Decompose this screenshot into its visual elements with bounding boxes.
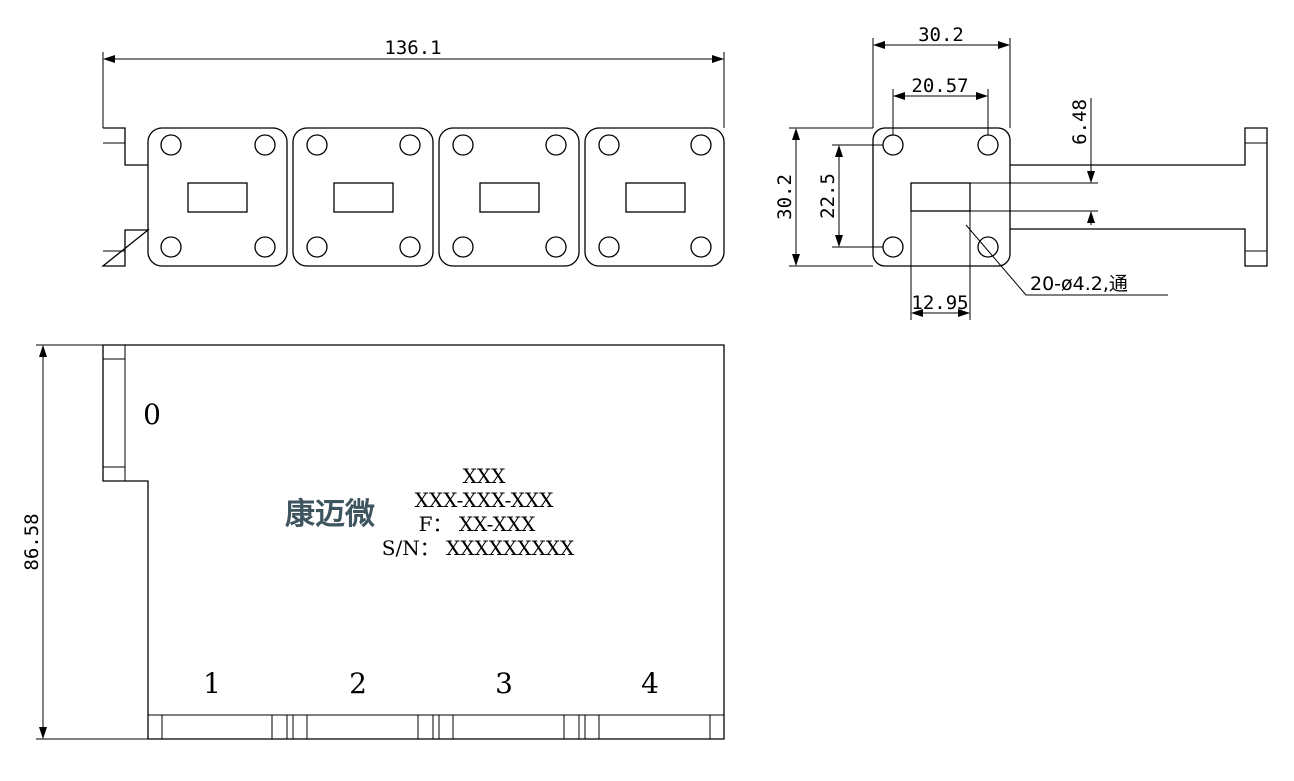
dim-overall-length: 136.1 xyxy=(102,37,725,128)
port-1-label: 1 xyxy=(203,667,221,700)
hole-callout-label: 20-ø4.2,通 xyxy=(1030,273,1128,295)
hole-spacing-y-label: 22.5 xyxy=(817,173,839,219)
side-view: 30.2 20.57 30.2 22.5 xyxy=(774,24,1268,320)
bottom-flange-edges xyxy=(161,715,711,739)
top-view: 136.1 xyxy=(101,37,725,267)
hole-callout: 20-ø4.2,通 xyxy=(965,224,1168,296)
side-waveguide-body xyxy=(1010,127,1268,267)
port-2-label: 2 xyxy=(349,667,367,700)
flange-height-label: 30.2 xyxy=(774,174,796,220)
port-0-label: 0 xyxy=(143,398,161,431)
nameplate: 康迈微 XXX XXX-XXX-XXX F： XX-XXX S/N： XXXXX… xyxy=(285,464,575,560)
flange-2 xyxy=(292,127,434,267)
front-view: 0 1 2 3 4 康迈微 XXX XXX-XXX-XXX F： XX-XXX … xyxy=(21,344,725,740)
dim-flange-width: 30.2 xyxy=(872,24,1011,128)
dim-hole-spacing-x: 20.57 xyxy=(892,75,989,135)
side-flange xyxy=(872,127,1011,267)
brand-logo: 康迈微 xyxy=(285,497,375,532)
port-4-label: 4 xyxy=(641,667,659,700)
flange-width-label: 30.2 xyxy=(918,24,964,46)
side-slot xyxy=(910,182,971,212)
label-line-2: XXX-XXX-XXX xyxy=(415,488,555,512)
total-height-label: 86.58 xyxy=(21,513,43,570)
flange-1 xyxy=(147,127,288,267)
port-3-label: 3 xyxy=(495,667,513,700)
hole-spacing-x-label: 20.57 xyxy=(911,75,968,97)
label-line-1: XXX xyxy=(463,464,506,488)
dim-flange-height: 30.2 xyxy=(774,127,873,267)
label-line-4: S/N： XXXXXXXXX xyxy=(382,536,575,560)
flange-4 xyxy=(584,127,725,267)
dim-slot-width: 12.95 xyxy=(910,211,971,320)
overall-length-label: 136.1 xyxy=(384,37,441,59)
left-end-flange xyxy=(101,127,150,267)
label-line-3: F： XX-XXX xyxy=(419,512,537,536)
dim-total-height: 86.58 xyxy=(21,344,148,740)
dim-hole-spacing-y: 22.5 xyxy=(817,144,883,248)
dim-slot-height: 6.48 xyxy=(970,98,1098,225)
slot-height-label: 6.48 xyxy=(1069,99,1091,145)
slot-width-label: 12.95 xyxy=(911,292,968,314)
flange-3 xyxy=(438,127,580,267)
